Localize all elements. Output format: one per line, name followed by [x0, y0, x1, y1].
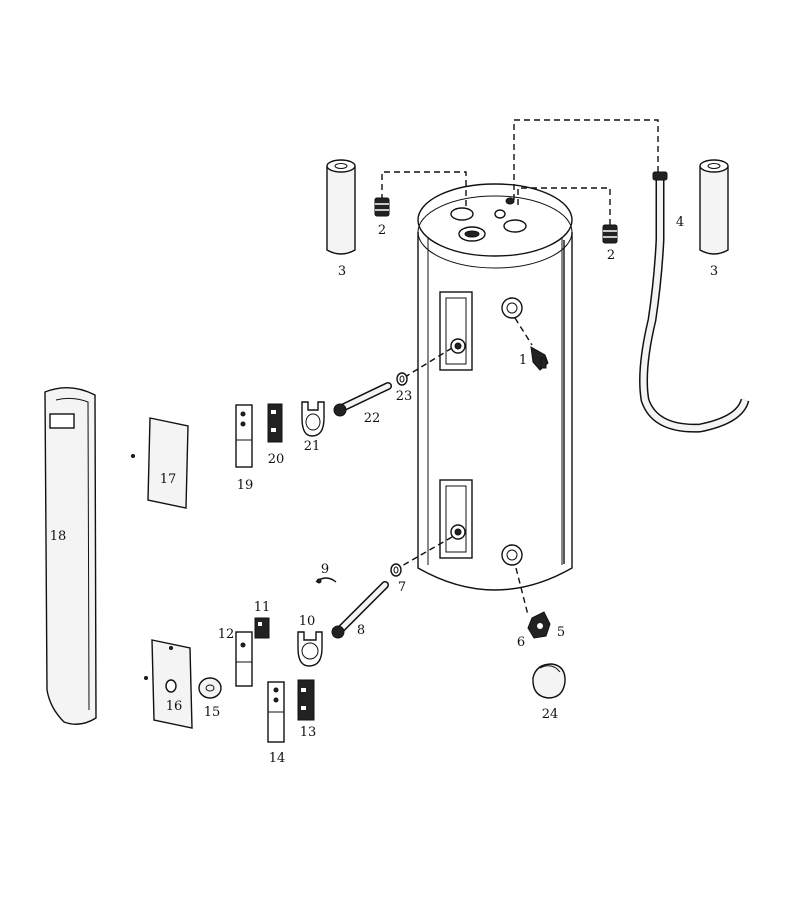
nipple-fitting-right: [602, 224, 618, 244]
callout-7: 7: [398, 580, 406, 595]
callout-16: 16: [166, 699, 183, 714]
heat-trap-tube-left: [326, 159, 356, 255]
callout-22: 22: [364, 411, 381, 426]
access-cover-upper: [131, 417, 189, 509]
top-opening-center: [494, 209, 506, 219]
callout-19: 19: [237, 478, 254, 493]
callout-2-left: 2: [378, 223, 386, 238]
heating-element-lower: [331, 581, 389, 639]
relief-valve: [530, 346, 549, 371]
top-opening-right: [503, 219, 527, 233]
high-limit-switch: [254, 617, 270, 639]
callout-15: 15: [204, 705, 221, 720]
callout-21: 21: [304, 439, 321, 454]
callout-23: 23: [396, 389, 413, 404]
callout-17: 17: [160, 472, 177, 487]
callout-24: 24: [542, 707, 559, 722]
upper-access-panel: [439, 291, 473, 371]
callout-11: 11: [254, 600, 271, 615]
element-cover-lower: [297, 631, 323, 667]
callout-14: 14: [269, 751, 286, 766]
nipple-fitting-left: [374, 197, 390, 217]
thermostat-bracket-bottom: [267, 681, 285, 743]
jacket-panel: [44, 387, 97, 725]
drain-cap: [532, 663, 566, 699]
tank: [417, 183, 573, 591]
callout-6: 6: [517, 635, 525, 650]
callout-8: 8: [357, 623, 365, 638]
callout-4: 4: [676, 215, 684, 230]
thermostat-bracket-upper: [235, 404, 253, 468]
callout-20: 20: [268, 452, 285, 467]
wire-clip: [315, 577, 337, 584]
insulation-pad: [198, 677, 222, 699]
callout-10: 10: [299, 614, 316, 629]
callout-18: 18: [50, 529, 67, 544]
dip-tube: [639, 171, 750, 433]
leader-lines: [381, 119, 659, 616]
callout-3-right: 3: [710, 264, 718, 279]
heating-element-upper: [333, 382, 392, 417]
callout-5: 5: [557, 625, 565, 640]
gasket-lower: [390, 563, 402, 577]
gasket-upper: [396, 372, 408, 386]
callout-labels: 1 2 2 3 3 4 5 6 7 8 9 10 11 12 13 14 15 …: [50, 215, 718, 766]
thermostat-upper: [267, 403, 283, 443]
callout-9: 9: [321, 562, 329, 577]
top-opening-left: [450, 207, 474, 221]
thermostat-lower: [297, 679, 315, 721]
lower-access-panel: [439, 479, 473, 559]
callout-13: 13: [300, 725, 317, 740]
callout-12: 12: [218, 627, 235, 642]
access-cover-lower: [144, 639, 193, 729]
drain-opening: [501, 544, 523, 566]
element-cover-upper: [301, 401, 325, 437]
callout-1: 1: [519, 353, 527, 368]
relief-valve-opening: [501, 297, 523, 319]
callout-3-left: 3: [338, 264, 346, 279]
thermostat-bracket-lower: [235, 631, 253, 687]
callout-2-right: 2: [607, 248, 615, 263]
heat-trap-tube-right: [699, 159, 729, 255]
drain-valve: [527, 611, 551, 639]
